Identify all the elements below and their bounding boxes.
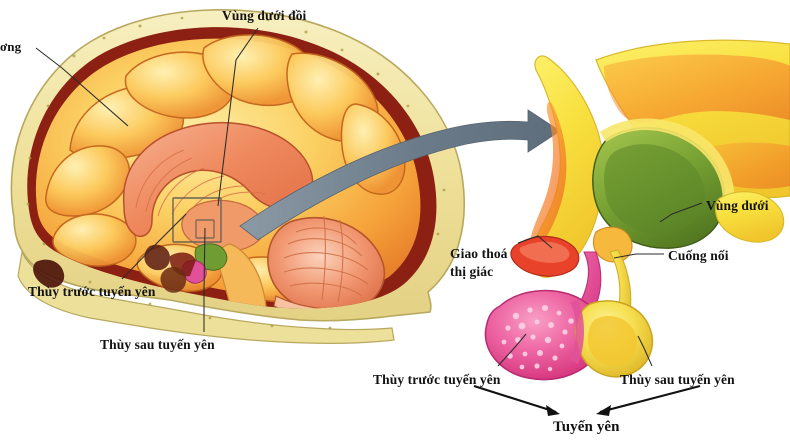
leader-bone	[35, 47, 129, 127]
hypothalamus-shading	[604, 144, 706, 235]
label-pituitary-stalk: Cuống nối	[668, 248, 729, 263]
cerebellum-folia-edge	[273, 295, 367, 309]
label-posterior-lobe-right: Thùy sau tuyến yên	[620, 372, 735, 387]
diploe-speckles	[26, 14, 446, 330]
leader-ant-lobe-r	[497, 333, 527, 367]
tissue-shading	[604, 54, 790, 123]
label-optic-chiasm-line1: Giao thoá	[450, 246, 508, 261]
cerebellum	[267, 215, 386, 309]
dura-mater	[27, 27, 437, 309]
pituitary-posterior-lobe	[575, 300, 653, 378]
leader-hypothal	[217, 27, 259, 207]
hypothalamus-left	[194, 243, 228, 271]
sinus-cavity	[144, 244, 170, 271]
callout-box-group	[172, 197, 222, 243]
arrowhead-right	[596, 405, 611, 416]
pituitary-left	[182, 259, 207, 284]
thalamus	[181, 199, 265, 252]
posterior-lobe-core	[587, 316, 637, 366]
leader-post-lobe	[203, 227, 206, 332]
pituitary-anterior-lobe	[484, 289, 604, 381]
magnifier-arrow	[239, 109, 561, 241]
arrow-from-posterior	[599, 384, 701, 414]
pituitary-convergence-arrows	[473, 384, 701, 416]
leader-stalk	[613, 253, 664, 259]
frontal-base-orange	[530, 101, 567, 250]
leader-lines	[35, 27, 703, 367]
anterior-lobe-speckles	[501, 305, 574, 372]
callosum-striations	[135, 149, 267, 217]
label-hypothalamus-right: Vùng dưới	[706, 198, 769, 213]
pituitary-stalk-yellow	[589, 249, 632, 363]
frontal-base-lobe	[531, 55, 605, 278]
arrowhead-left	[546, 405, 560, 416]
optic-chiasm	[510, 235, 580, 277]
arrow-from-anterior	[473, 384, 557, 414]
skull-bone	[10, 8, 466, 322]
label-optic-chiasm-line2: thị giác	[450, 264, 494, 279]
brainstem	[218, 243, 268, 309]
gyri-group	[45, 34, 406, 303]
cerebrum	[35, 38, 421, 298]
hypothalamus-rim	[600, 118, 735, 208]
hypothalamus-right	[592, 127, 726, 249]
label-hypothalamus-left: Vùng dưới đồi	[222, 8, 307, 23]
optic-chiasm-hi	[519, 241, 570, 263]
label-posterior-lobe-left: Thùy sau tuyến yên	[100, 337, 215, 352]
mammillary-body	[592, 226, 633, 263]
pituitary-stalk-pink	[551, 251, 602, 341]
tissue-shading-2	[694, 142, 790, 189]
leader-ant-lobe	[121, 213, 187, 280]
leader-chiasm	[517, 235, 553, 249]
label-anterior-lobe-left: Thùy trước tuyến yên	[28, 284, 156, 299]
label-bone: ơng	[0, 39, 22, 54]
brain-tissue-block	[595, 39, 790, 199]
label-pituitary-gland: Tuyến yên	[553, 419, 620, 435]
sphenoid-sinus-left	[169, 252, 196, 277]
corpus-callosum	[122, 122, 314, 238]
callout-box	[172, 197, 222, 243]
leader-post-lobe-r	[637, 335, 653, 367]
leader-hypothal-r	[659, 202, 703, 223]
ear-canal	[160, 266, 187, 293]
label-anterior-lobe-right: Thùy trước tuyến yên	[373, 372, 501, 387]
callout-box-inner	[195, 219, 215, 239]
lobe-boundary	[570, 300, 584, 364]
